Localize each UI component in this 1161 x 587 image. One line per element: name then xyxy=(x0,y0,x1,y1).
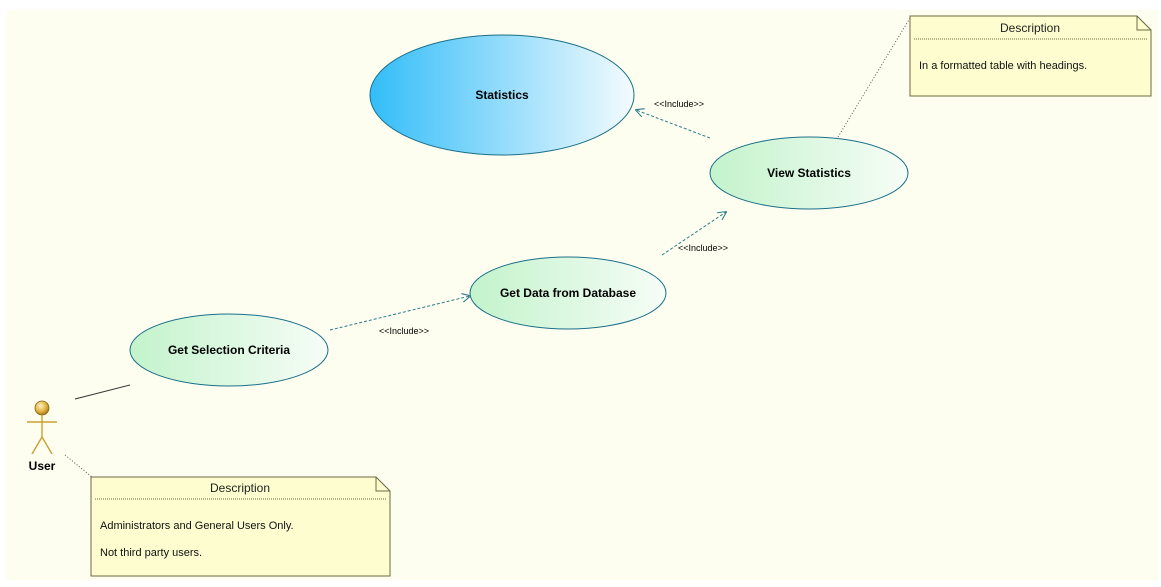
usecase-get-criteria[interactable]: Get Selection Criteria xyxy=(129,313,329,387)
note-top[interactable]: Description In a formatted table with he… xyxy=(909,15,1152,97)
note-bottom-line-1: Administrators and General Users Only. xyxy=(100,520,294,532)
usecase-get-criteria-label: Get Selection Criteria xyxy=(168,343,290,357)
usecase-view-statistics[interactable]: View Statistics xyxy=(709,136,909,210)
association-line xyxy=(74,384,131,400)
note-bottom[interactable]: Description Administrators and General U… xyxy=(90,476,391,577)
note-anchor-top xyxy=(837,17,911,138)
actor-right-leg xyxy=(41,436,53,455)
include-label-view: <<Include>> xyxy=(678,243,728,253)
actor-label: User xyxy=(29,459,56,473)
usecase-get-data-label: Get Data from Database xyxy=(500,286,636,300)
include-dependency-view-to-statistics[interactable] xyxy=(636,110,711,139)
usecase-statistics[interactable]: Statistics xyxy=(369,34,635,156)
usecase-statistics-label: Statistics xyxy=(475,88,529,102)
note-bottom-title: Description xyxy=(210,481,270,495)
actor-head-icon xyxy=(34,400,50,416)
include-label-data: <<Include>> xyxy=(379,326,429,336)
include-label-statistics: <<Include>> xyxy=(654,99,704,109)
include-dependency-criteria-to-data[interactable] xyxy=(329,296,470,331)
actor-left-leg xyxy=(31,436,43,455)
usecase-view-statistics-label: View Statistics xyxy=(767,166,851,180)
usecase-get-data[interactable]: Get Data from Database xyxy=(469,256,667,330)
note-top-title: Description xyxy=(1000,21,1060,35)
actor-user[interactable]: User xyxy=(27,400,57,473)
include-dependency-data-to-view[interactable] xyxy=(661,212,726,256)
note-top-line-1: In a formatted table with headings. xyxy=(919,60,1087,72)
note-bottom-line-2: Not third party users. xyxy=(100,547,202,559)
